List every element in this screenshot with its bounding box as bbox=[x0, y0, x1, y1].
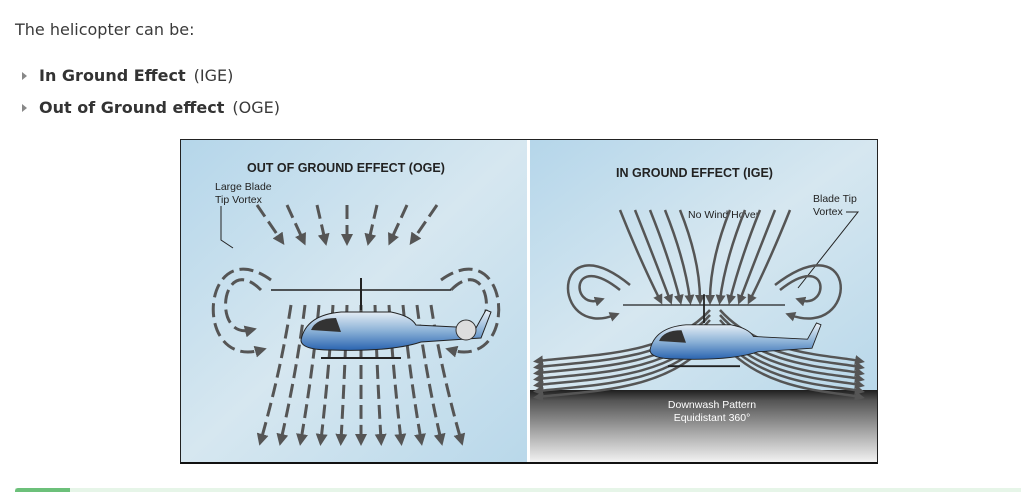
ige-tip-label-2: Vortex bbox=[813, 206, 844, 218]
item-rest: (IGE) bbox=[193, 66, 234, 85]
ige-hover-label: No Wind Hover bbox=[688, 209, 760, 221]
airflow-arrow bbox=[373, 304, 387, 446]
airflow-arrow bbox=[678, 209, 705, 305]
airflow-arrow bbox=[401, 304, 426, 446]
oge-panel: OUT OF GROUND EFFECT (OGE) Large Blade T… bbox=[181, 140, 527, 462]
list-item: Out of Ground effect (OGE) bbox=[22, 92, 280, 124]
airflow-arrow bbox=[211, 267, 272, 358]
airflow-arrow bbox=[285, 204, 306, 246]
airflow-arrow bbox=[256, 304, 293, 446]
bullet-triangle-icon bbox=[22, 72, 27, 80]
airflow-arrow bbox=[429, 304, 466, 446]
item-rest: (OGE) bbox=[232, 98, 280, 117]
ige-tip-label-1: Blade Tip bbox=[813, 193, 857, 205]
intro-text: The helicopter can be: bbox=[15, 20, 195, 39]
airflow-arrow bbox=[409, 204, 439, 245]
airflow-arrow bbox=[648, 209, 684, 305]
callout-accent bbox=[15, 488, 70, 492]
airflow-arrow bbox=[774, 264, 842, 322]
airflow-arrow bbox=[440, 267, 501, 358]
ground-effect-diagram: OUT OF GROUND EFFECT (OGE) Large Blade T… bbox=[180, 139, 878, 464]
airflow-arrow bbox=[224, 278, 263, 338]
airflow-arrow bbox=[296, 304, 321, 446]
airflow-arrow bbox=[663, 209, 695, 305]
airflow-arrow bbox=[315, 304, 335, 446]
airflow-arrow bbox=[335, 304, 349, 446]
ige-panel: IN GROUND EFFECT (IGE) No Wind Hover Bla… bbox=[530, 140, 877, 462]
airflow-arrow bbox=[715, 209, 747, 305]
airflow-arrow bbox=[719, 309, 865, 365]
airflow-arrow bbox=[726, 209, 762, 305]
airflow-arrow bbox=[364, 204, 379, 246]
ground-label-1: Downwash Pattern bbox=[668, 399, 756, 411]
airflow-arrow bbox=[737, 209, 777, 305]
leader-line bbox=[797, 211, 860, 289]
ige-helicopter-icon bbox=[622, 294, 822, 368]
oge-airflow-arrows bbox=[211, 204, 501, 446]
airflow-arrow bbox=[633, 209, 673, 305]
airflow-arrow bbox=[276, 304, 307, 446]
airflow-arrow bbox=[747, 209, 792, 305]
airflow-arrow bbox=[315, 204, 330, 246]
airflow-arrow bbox=[779, 274, 822, 307]
bullet-triangle-icon bbox=[22, 104, 27, 112]
leader-line bbox=[220, 206, 234, 249]
ground-effect-list: In Ground Effect (IGE) Out of Ground eff… bbox=[22, 60, 280, 124]
airflow-arrow bbox=[705, 209, 732, 305]
airflow-arrow bbox=[578, 274, 621, 307]
ige-airflow-arrows bbox=[533, 209, 865, 402]
airflow-arrow bbox=[533, 309, 711, 366]
ground-label-2: Equidistant 360° bbox=[674, 412, 751, 424]
ige-title: IN GROUND EFFECT (IGE) bbox=[616, 166, 773, 180]
airflow-arrow bbox=[255, 204, 285, 245]
item-bold: In Ground Effect bbox=[39, 66, 186, 85]
oge-helicopter-icon bbox=[271, 278, 492, 359]
oge-label-2: Tip Vortex bbox=[215, 194, 263, 206]
list-item: In Ground Effect (IGE) bbox=[22, 60, 280, 92]
oge-title: OUT OF GROUND EFFECT (OGE) bbox=[247, 161, 445, 175]
airflow-arrow bbox=[618, 209, 663, 305]
airflow-arrow bbox=[387, 304, 407, 446]
oge-label-1: Large Blade bbox=[215, 181, 272, 193]
airflow-arrow bbox=[388, 204, 409, 246]
airflow-arrow bbox=[415, 304, 446, 446]
airflow-arrow bbox=[566, 264, 631, 322]
callout-bar bbox=[15, 488, 1021, 492]
item-bold: Out of Ground effect bbox=[39, 98, 225, 117]
